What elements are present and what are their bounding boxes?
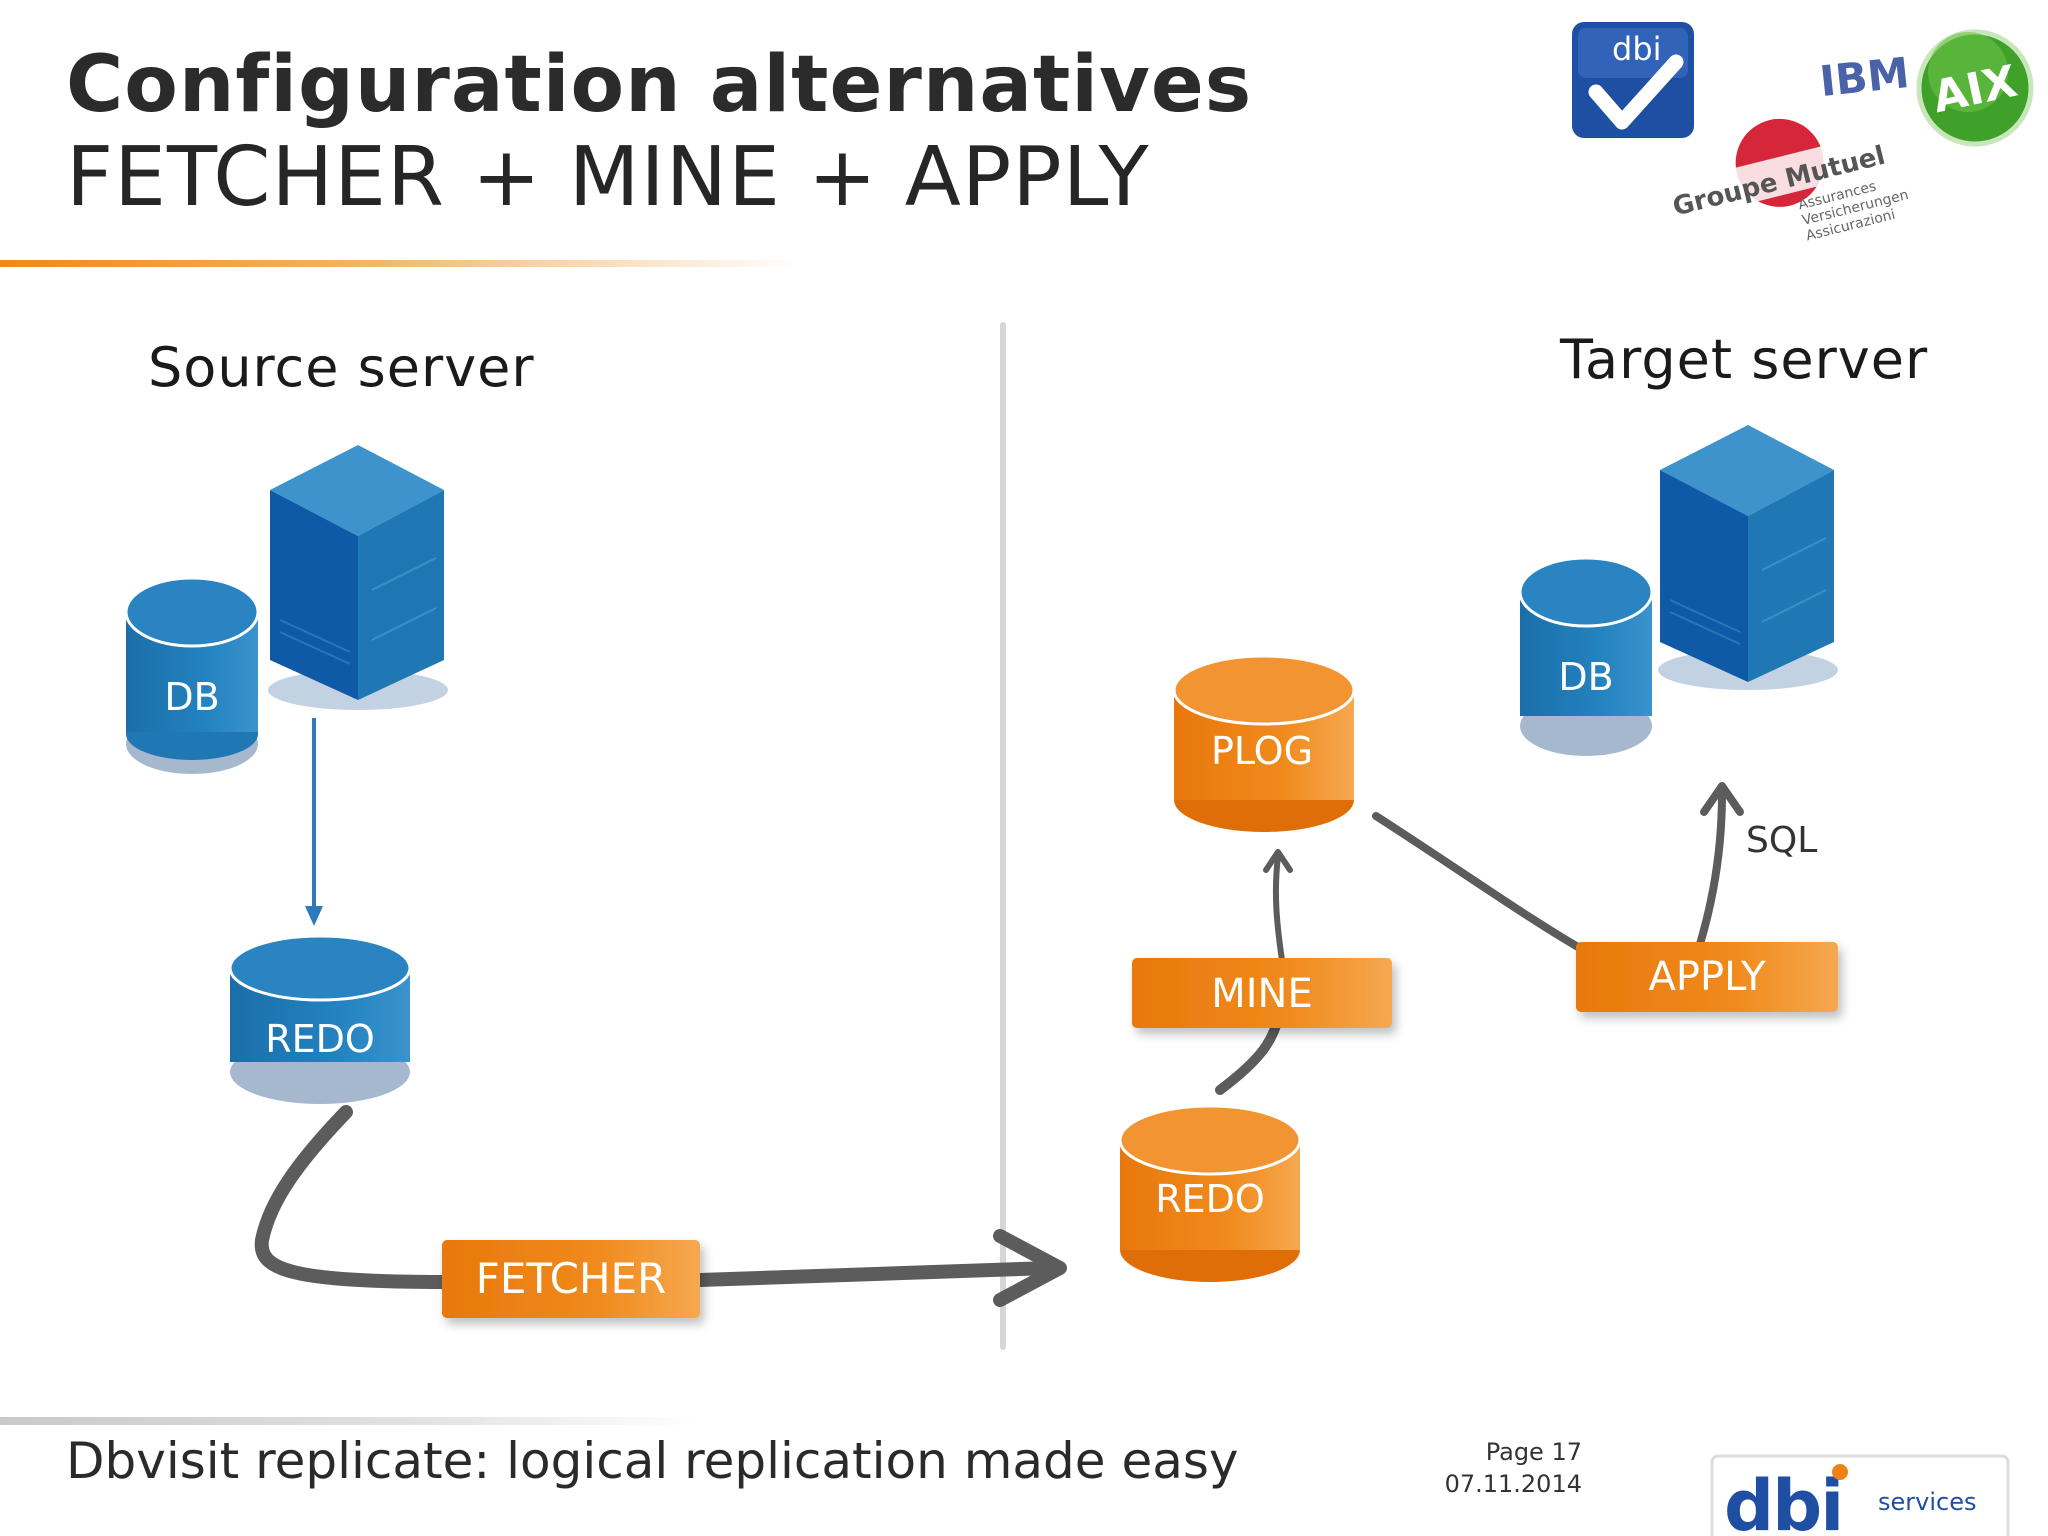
mine-to-plog-arrow [1263,849,1293,963]
fetcher-arrow [254,1105,1067,1307]
source-server-heading: Source server [148,336,535,399]
aix-logo: AIX [1916,29,2034,147]
source-redo-cylinder: REDO [228,934,412,1104]
target-redo-label: REDO [1155,1177,1265,1221]
footer-line [0,1417,700,1425]
ibm-logo: IBM [1817,48,1911,106]
source-redo-label: REDO [265,1017,375,1061]
apply-label: APPLY [1648,954,1766,1000]
title-accent-line [0,260,800,267]
db-to-redo-arrow [305,718,323,926]
dbi-services-logo: dbi services [1710,1454,2010,1536]
server-divider [1000,322,1006,1350]
source-server-icon [268,445,448,710]
fetcher-label: FETCHER [476,1254,667,1303]
footer-caption: Dbvisit replicate: logical replication m… [66,1432,1239,1490]
target-server-heading: Target server [1560,328,1929,391]
svg-text:services: services [1878,1488,1976,1516]
dbi-check-logo: dbi [1572,22,1694,138]
apply-to-db-arrow [1696,782,1744,948]
page-title: Configuration alternatives [66,40,1253,130]
plog-to-apply-line [1372,812,1594,958]
source-db-label: DB [164,675,219,719]
dbi-badge-text: dbi [1612,30,1662,68]
sql-label: SQL [1746,820,1817,861]
svg-text:dbi: dbi [1724,1465,1842,1536]
target-redo-cylinder: REDO [1118,1104,1302,1282]
target-db-label: DB [1558,655,1613,699]
page-date: 07.11.2014 [1444,1470,1582,1498]
plog-cylinder: PLOG [1172,654,1356,832]
page-info: Page 17 07.11.2014 [1420,1436,1582,1500]
target-server-icon [1658,425,1838,690]
target-db-cylinder: DB [1518,556,1654,756]
svg-text:IBM: IBM [1817,48,1911,106]
source-db-cylinder: DB [124,576,260,774]
apply-box: APPLY [1576,942,1838,1012]
mine-label: MINE [1211,971,1313,1017]
page-subtitle: FETCHER + MINE + APPLY [66,130,1150,225]
plog-label: PLOG [1211,729,1313,773]
mine-box: MINE [1132,958,1392,1028]
fetcher-box: FETCHER [442,1240,700,1318]
page-number: Page 17 [1485,1438,1582,1466]
